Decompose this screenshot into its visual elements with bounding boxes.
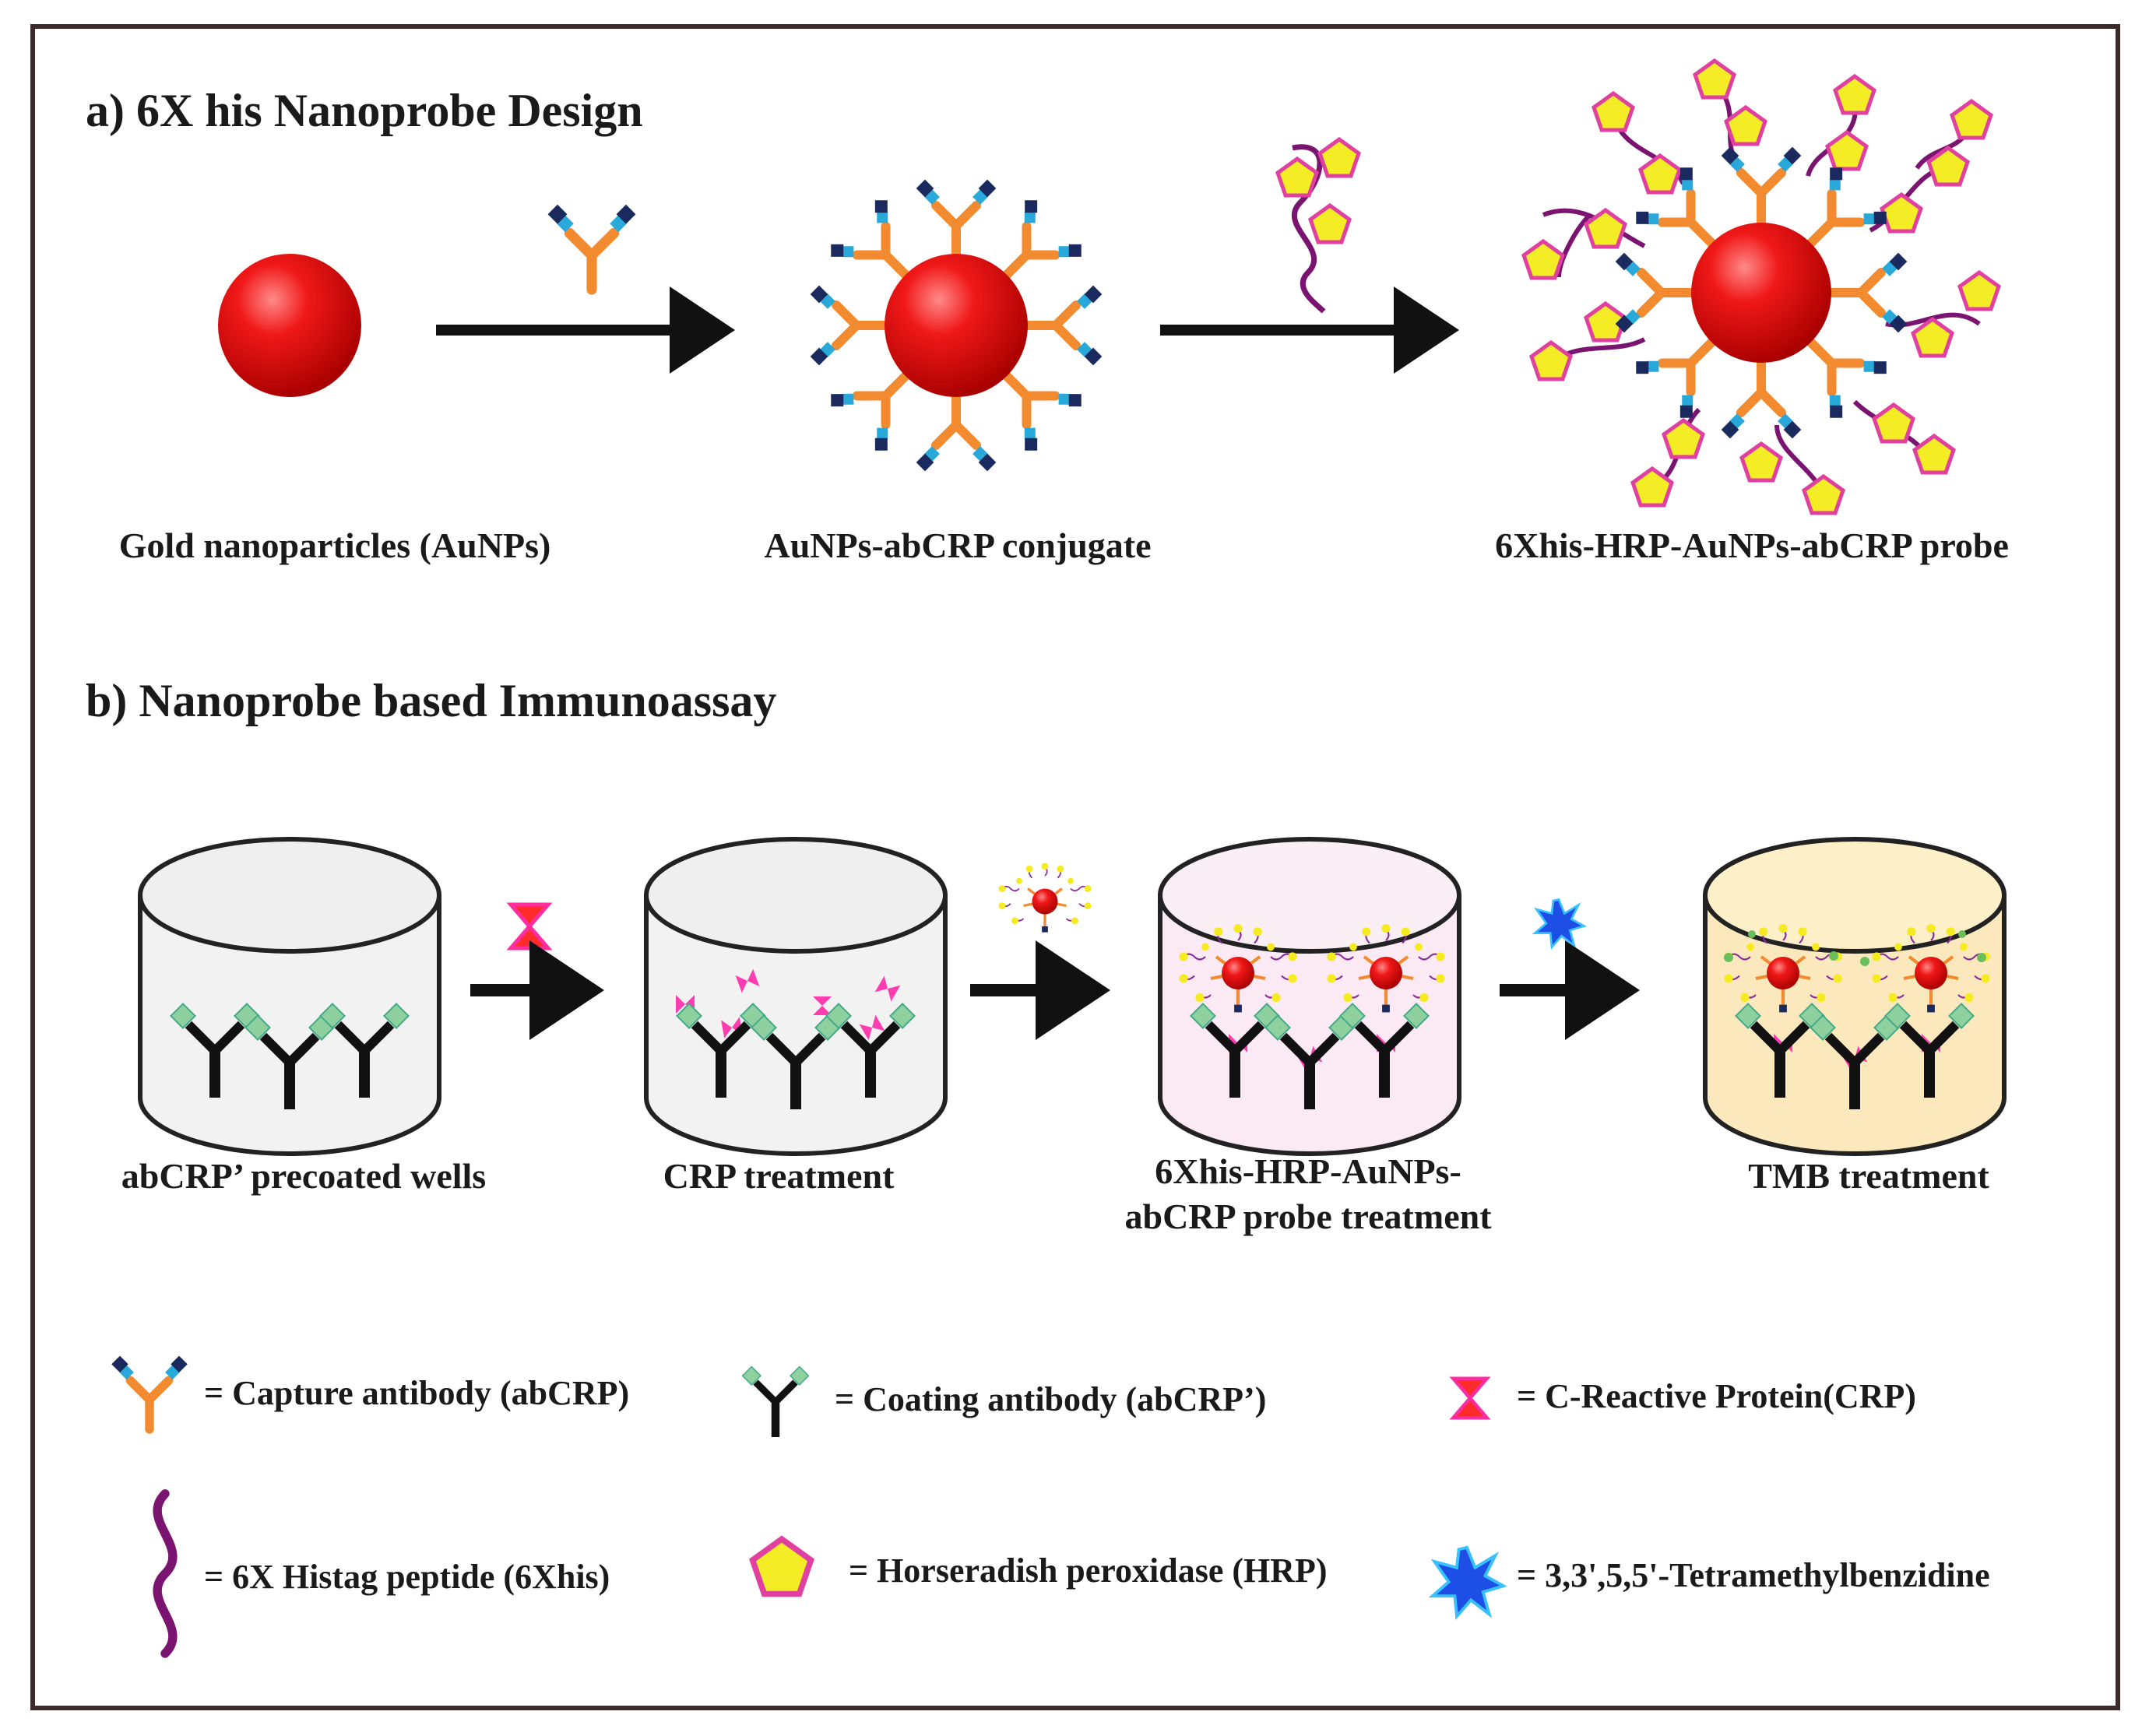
section-a-diagram: [218, 61, 1999, 513]
label-precoated-wells: abCRP’ precoated wells: [121, 1156, 487, 1196]
label-tmb-treatment: TMB treatment: [1748, 1156, 1989, 1196]
label-gold-nanoparticles: Gold nanoparticles (AuNPs): [118, 525, 551, 565]
legend-histag-peptide: = 6X Histag peptide (6Xhis): [204, 1558, 610, 1596]
legend-capture-antibody: = Capture antibody (abCRP): [204, 1374, 630, 1412]
well-crp-treatment: [644, 837, 948, 1156]
well-tmb-treatment: [1703, 837, 2007, 1156]
label-probe-treatment-line1: 6Xhis-HRP-AuNPs-: [1155, 1151, 1461, 1191]
label-probe: 6Xhis-HRP-AuNPs-abCRP probe: [1495, 525, 2009, 565]
legend-tmb: = 3,3',5,5'-Tetramethylbenzidine: [1517, 1556, 1990, 1594]
label-crp-treatment: CRP treatment: [663, 1156, 895, 1196]
well-probe-treatment: [1158, 837, 1461, 1156]
6xhis-hrp-aunps-abcrp-probe: [1524, 61, 1999, 513]
legend-crp: = C-Reactive Protein(CRP): [1517, 1377, 1916, 1415]
label-conjugate: AuNPs-abCRP conjugate: [764, 525, 1152, 565]
gold-nanoparticle: [218, 254, 361, 397]
section-a-title: a) 6X his Nanoprobe Design: [86, 85, 643, 136]
section-b-title: b) Nanoprobe based Immunoassay: [86, 675, 777, 726]
aunps-abcrp-conjugate: [811, 180, 1103, 472]
legend-coating-antibody: = Coating antibody (abCRP’): [835, 1380, 1267, 1418]
label-probe-treatment-line2: abCRP probe treatment: [1124, 1197, 1492, 1236]
legend-hrp: = Horseradish peroxidase (HRP): [849, 1552, 1328, 1590]
section-b-diagram: [138, 837, 2007, 1156]
well-precoated: [138, 837, 441, 1156]
histag-hrp-reagent: [1278, 139, 1359, 314]
